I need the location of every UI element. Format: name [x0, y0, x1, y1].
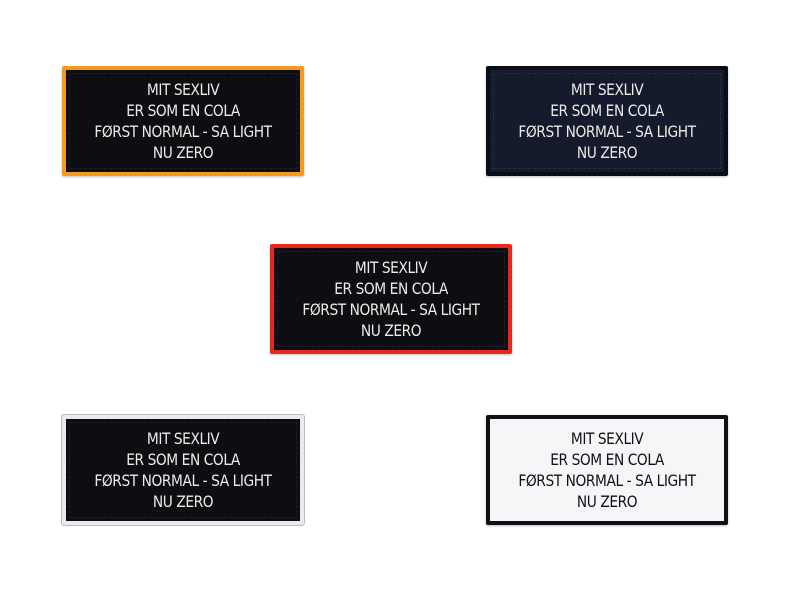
patch-line: FØRST NORMAL - SA LIGHT	[94, 122, 272, 141]
patch-line: MIT SEXLIV	[570, 429, 644, 448]
patch-line: FØRST NORMAL - SA LIGHT	[518, 122, 696, 141]
patch-white-background: MIT SEXLIV ER SOM EN COLA FØRST NORMAL -…	[486, 415, 728, 525]
patch-line: ER SOM EN COLA	[550, 101, 664, 120]
patch-line: ER SOM EN COLA	[126, 450, 240, 469]
patch-line: FØRST NORMAL - SA LIGHT	[302, 300, 480, 319]
patch-line: FØRST NORMAL - SA LIGHT	[94, 471, 272, 490]
patch-navy: MIT SEXLIV ER SOM EN COLA FØRST NORMAL -…	[486, 66, 728, 176]
patch-line: MIT SEXLIV	[146, 80, 220, 99]
patch-line: MIT SEXLIV	[570, 80, 644, 99]
patch-line: NU ZERO	[576, 143, 638, 162]
patch-line: ER SOM EN COLA	[126, 101, 240, 120]
patch-line: NU ZERO	[360, 321, 422, 340]
patch-red-border: MIT SEXLIV ER SOM EN COLA FØRST NORMAL -…	[270, 244, 512, 354]
patch-line: NU ZERO	[152, 492, 214, 511]
patch-line: NU ZERO	[152, 143, 214, 162]
patch-white-border: MIT SEXLIV ER SOM EN COLA FØRST NORMAL -…	[62, 415, 304, 525]
patch-line: NU ZERO	[576, 492, 638, 511]
patch-line: ER SOM EN COLA	[550, 450, 664, 469]
patch-line: ER SOM EN COLA	[334, 279, 448, 298]
patch-orange-border: MIT SEXLIV ER SOM EN COLA FØRST NORMAL -…	[62, 66, 304, 176]
patch-line: MIT SEXLIV	[354, 258, 428, 277]
patch-line: FØRST NORMAL - SA LIGHT	[518, 471, 696, 490]
patch-line: MIT SEXLIV	[146, 429, 220, 448]
